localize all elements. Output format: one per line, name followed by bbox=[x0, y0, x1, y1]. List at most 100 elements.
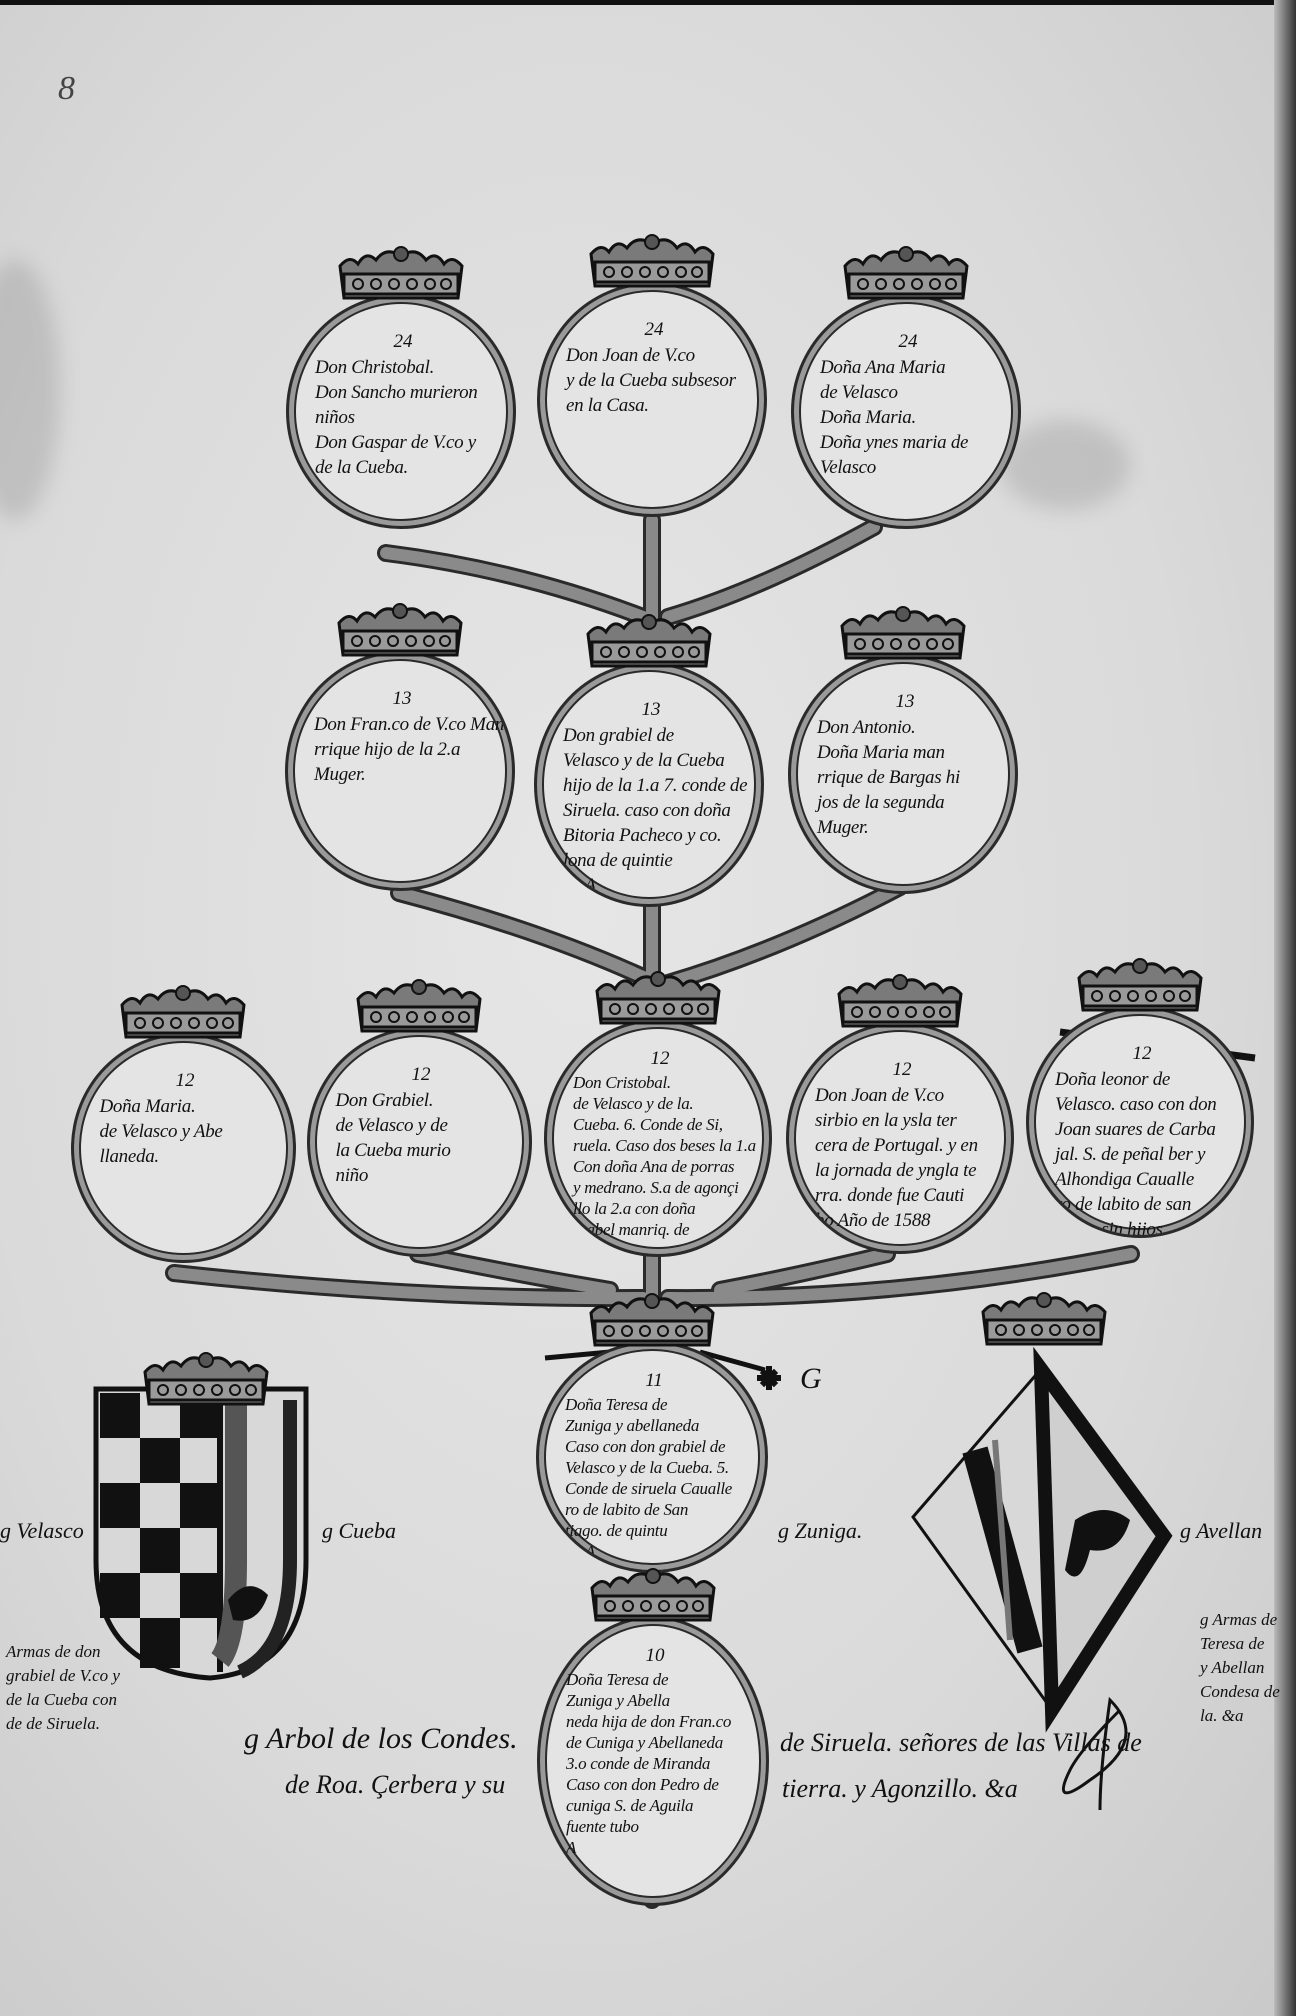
caption-line: Armas de don bbox=[6, 1642, 101, 1661]
medallion-text-line: hijo de la 1.a 7. conde de bbox=[563, 774, 748, 796]
medallion-text-line: de Velasco y de bbox=[335, 1115, 448, 1136]
medallion-text-line: Doña Maria man bbox=[817, 742, 945, 763]
medallion-text-line: de Velasco bbox=[820, 381, 898, 403]
title-right-line2: tierra. y Agonzillo. &a bbox=[782, 1774, 1018, 1803]
medallion-text-line: Don grabiel de bbox=[563, 724, 674, 746]
crown-icon bbox=[335, 603, 465, 666]
caption-line: y Abellan bbox=[1200, 1658, 1265, 1677]
title-left-line1: g Arbol de los Condes. bbox=[244, 1722, 518, 1755]
medallion-text-line: Don Antonio. bbox=[817, 717, 916, 738]
paper-stain bbox=[1000, 420, 1130, 510]
medallion-text-line: Siruela. caso con doña bbox=[563, 799, 731, 821]
crown-icon bbox=[979, 1292, 1109, 1355]
crown-icon bbox=[841, 245, 971, 309]
generation-number: 24 bbox=[644, 318, 664, 340]
generation-number: 12 bbox=[892, 1059, 912, 1080]
generation-number: 13 bbox=[895, 691, 915, 712]
medallion-text-line: Con doña Ana de porras bbox=[573, 1157, 735, 1176]
medallion-text-line: llaneda. bbox=[99, 1146, 160, 1167]
medallion-text-line: Doña Ana Maria bbox=[820, 356, 946, 378]
generation-number: 12 bbox=[1132, 1043, 1152, 1064]
medallion-text-line: Caso con don grabiel de bbox=[565, 1437, 726, 1456]
medallion-text-line: Zuniga y abellaneda bbox=[565, 1416, 700, 1435]
medallion-text-line: de Velasco y de la. bbox=[573, 1094, 694, 1113]
generation-number: 12 bbox=[175, 1070, 195, 1091]
medallion-text-line: Doña Teresa de bbox=[565, 1395, 668, 1414]
generation-number: 12 bbox=[411, 1064, 431, 1085]
medallion-text-line: la jornada de yngla te bbox=[815, 1160, 977, 1181]
medallion-text-line: Cueba. 6. Conde de Si, bbox=[573, 1115, 723, 1134]
caption-line: de de Siruela. bbox=[6, 1714, 100, 1733]
cross-mark-icon bbox=[757, 1366, 781, 1390]
crown-icon bbox=[584, 613, 714, 677]
title-left-line2: de Roa. Çerbera y su bbox=[285, 1770, 506, 1799]
medallion-text-line: Don Joan de V.co bbox=[815, 1085, 944, 1106]
medallion-text-line: Doña leonor de bbox=[1055, 1069, 1171, 1090]
generation-number: 24 bbox=[898, 330, 918, 352]
medallion-text-line: Velasco. caso con don bbox=[1055, 1094, 1217, 1115]
generation-number: 12 bbox=[650, 1048, 670, 1069]
crown-icon bbox=[593, 971, 723, 1034]
medallion-text-line: Velasco y de la Cueba. 5. bbox=[565, 1458, 729, 1477]
medallion-text-line: cuniga S. de Aguila bbox=[566, 1796, 694, 1815]
crown-icon bbox=[1075, 958, 1205, 1021]
medallion-text-line: Velasco y de la Cueba bbox=[563, 749, 725, 771]
medallion-text-line: Joan suares de Carba bbox=[1055, 1119, 1216, 1140]
ribbon-ornament bbox=[699, 1349, 766, 1373]
cueba-label: g Cueba bbox=[322, 1518, 396, 1543]
medallion-text-line: jal. S. de peñal ber y bbox=[1055, 1144, 1206, 1165]
medallion-text-line: Muger. bbox=[314, 764, 366, 785]
medallion-text-line: Doña Maria. bbox=[99, 1096, 196, 1117]
velasco-label: g Velasco bbox=[0, 1518, 84, 1543]
crown-icon bbox=[587, 1293, 717, 1356]
medallion-text-line: A bbox=[566, 1838, 577, 1857]
crown-icon bbox=[336, 245, 466, 309]
medallion-text-line: ysabel manriq. de bbox=[573, 1220, 690, 1239]
medallion-text-line: niños bbox=[315, 406, 355, 428]
medallion-text-line: Don Joan de V.co bbox=[566, 344, 695, 366]
medallion-text-line: ro de labito de San bbox=[565, 1500, 689, 1519]
generation-number: 10 bbox=[645, 1645, 665, 1666]
medallion-text-line: Don Sancho murieron bbox=[315, 381, 478, 403]
medallion-text-line: Don Christobal. bbox=[315, 356, 435, 378]
crown-icon bbox=[118, 985, 248, 1048]
caption-line: la. &a bbox=[1200, 1706, 1244, 1725]
medallion-text-line: Don Cristobal. bbox=[573, 1073, 671, 1092]
page-binding-edge bbox=[1274, 0, 1296, 2016]
caption-line: g Armas de bbox=[1200, 1610, 1278, 1629]
medallion-text-line: cera de Portugal. y en bbox=[815, 1135, 978, 1156]
g-mark: G bbox=[800, 1362, 822, 1395]
coat-of-arms-zuniga-avellaneda bbox=[911, 1346, 1173, 1733]
medallion-text-line: la Cueba murio bbox=[335, 1140, 451, 1161]
medallion-text-line: 3.o conde de Miranda bbox=[566, 1754, 711, 1773]
medallion-text-line: niño bbox=[335, 1165, 369, 1186]
medallion-text-line: y medrano. S.a de agonçi bbox=[573, 1178, 739, 1197]
medallion-text-line: de la Cueba. bbox=[315, 456, 408, 478]
caption-line: Condesa de bbox=[1200, 1682, 1280, 1701]
medallion-text-line: Doña ynes maria de bbox=[820, 431, 969, 453]
medallion-text-line: Alhondiga Caualle bbox=[1055, 1169, 1194, 1190]
page-top-edge bbox=[0, 0, 1296, 5]
avellaneda-label: g Avellan bbox=[1180, 1518, 1263, 1543]
medallion-text-line: Doña Maria. bbox=[820, 406, 916, 428]
medallion-text-line: neda hija de don Fran.co bbox=[566, 1712, 732, 1731]
generation-number: 13 bbox=[392, 688, 412, 709]
medallion-text-line: Velasco bbox=[820, 456, 876, 478]
crown-icon bbox=[835, 974, 965, 1037]
medallion-text-line: Muger. bbox=[817, 817, 869, 838]
caption-line: de la Cueba con bbox=[6, 1690, 117, 1709]
right-arms-caption: g Armas de Teresa de y Abellan Condesa d… bbox=[1200, 1608, 1280, 1728]
medallion-text-line: ruela. Caso dos beses la 1.a bbox=[573, 1136, 756, 1155]
